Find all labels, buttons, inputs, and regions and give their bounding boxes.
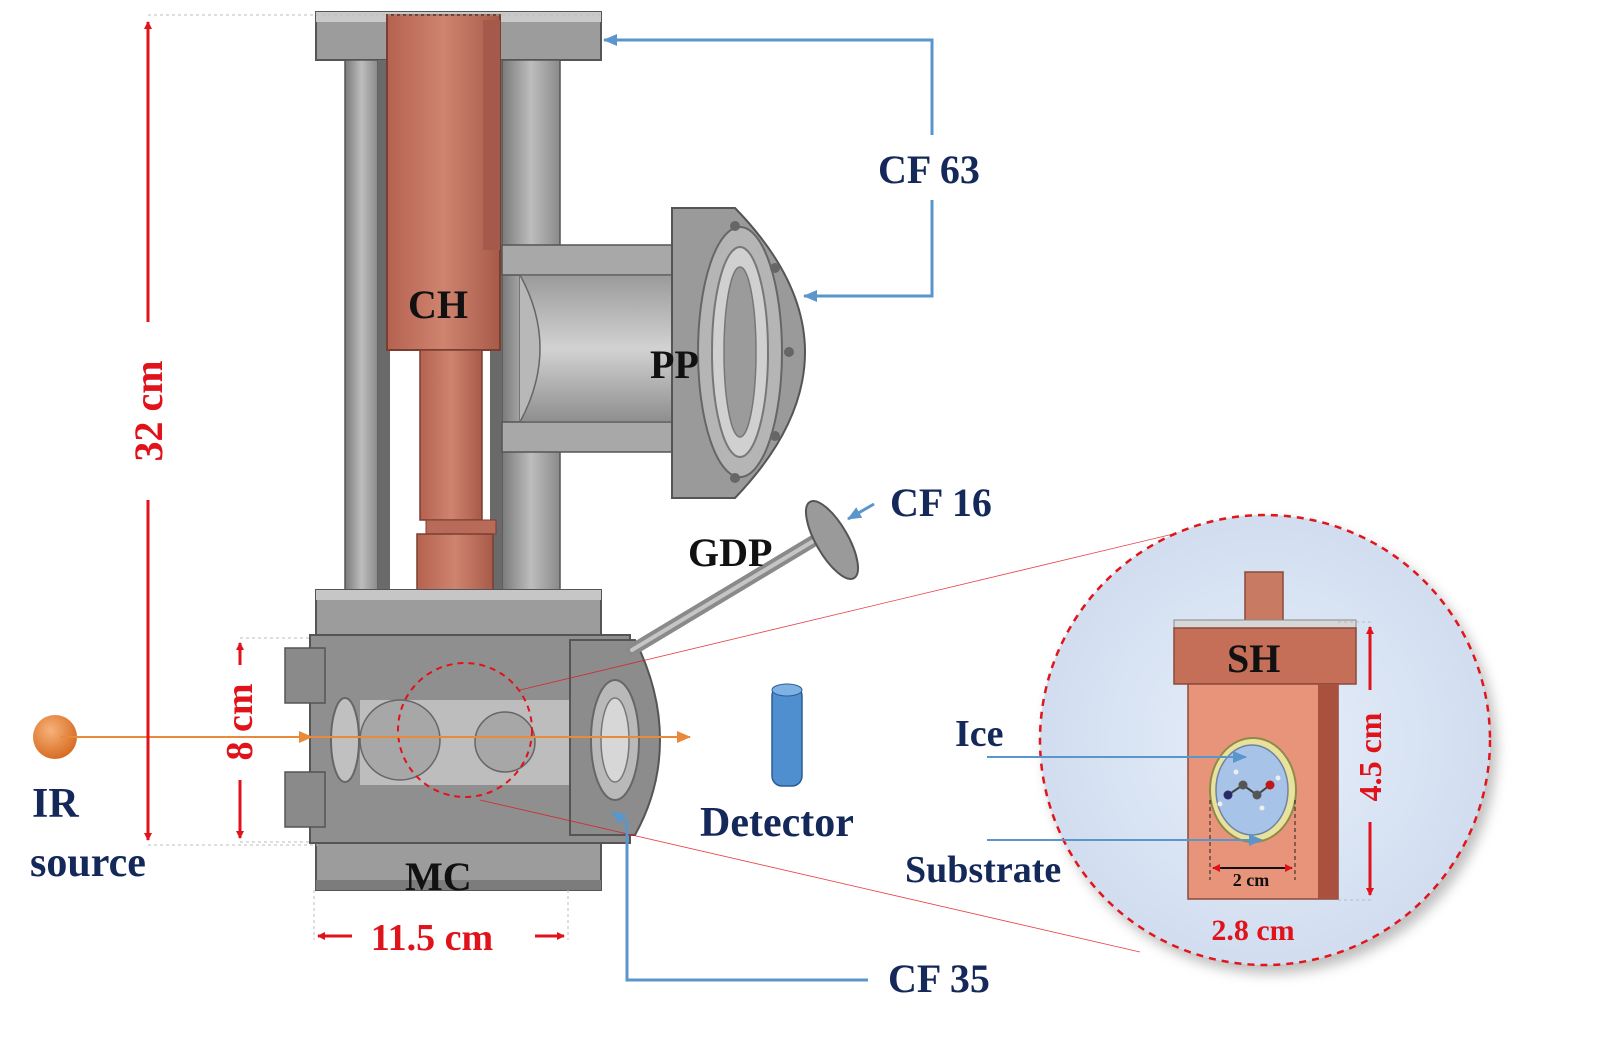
dim-width-mc — [313, 890, 569, 940]
label-cf16: CF 16 — [890, 480, 992, 525]
label-pp: PP — [650, 342, 699, 387]
callout-cf35 — [611, 810, 868, 982]
label-sh: SH — [1227, 636, 1280, 681]
zoom-circle — [397, 662, 533, 798]
dim-label-holder-width: 2.8 cm — [1211, 914, 1294, 947]
callout-cf63 — [603, 34, 934, 302]
label-ir: IR — [32, 781, 79, 827]
pumping-port — [501, 207, 807, 499]
molecule-icon — [1217, 769, 1281, 811]
ir-beam — [33, 715, 691, 759]
zoom-line-top — [519, 529, 1191, 691]
sample-holder-inset — [1038, 513, 1492, 967]
label-ice: Ice — [955, 713, 1004, 755]
dim-height-mc — [236, 637, 310, 843]
dim-label-holder-height: 4.5 cm — [1352, 712, 1388, 801]
label-substrate: Substrate — [905, 849, 1061, 891]
label-source: source — [30, 840, 146, 886]
detector-icon — [771, 683, 803, 787]
ir-source-icon — [33, 715, 77, 759]
label-detector: Detector — [700, 800, 854, 846]
dim-label-window-width: 2 cm — [1233, 870, 1269, 890]
callout-cf16 — [847, 502, 875, 521]
gas-dosing-pipe — [626, 500, 859, 656]
dim-label-width-mc: 11.5 cm — [371, 917, 493, 959]
label-cf35: CF 35 — [888, 956, 990, 1001]
label-mc: MC — [405, 854, 472, 899]
main-cube — [284, 589, 662, 891]
label-gdp: GDP — [688, 530, 772, 575]
dim-label-height-mc: 8 cm — [219, 683, 261, 760]
dim-label-height-total: 32 cm — [126, 360, 171, 461]
zoom-line-bottom — [479, 799, 1141, 953]
dim-window-width — [1209, 800, 1296, 880]
dim-holder-height — [1338, 621, 1374, 901]
label-ch: CH — [408, 282, 468, 327]
label-cf63: CF 63 — [878, 147, 980, 192]
dim-height-total — [144, 14, 600, 846]
